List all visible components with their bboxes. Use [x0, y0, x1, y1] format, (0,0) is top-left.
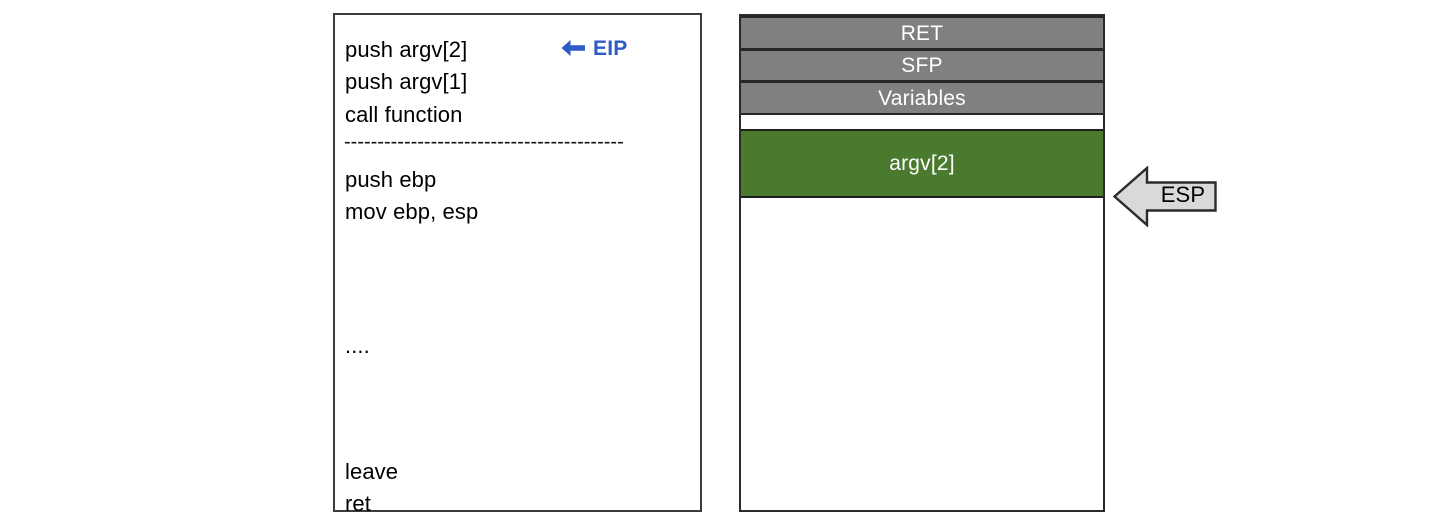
- stack-cell-argv2: argv[2]: [741, 129, 1103, 198]
- code-line: call function: [345, 102, 463, 127]
- stack-cell-sfp: SFP: [741, 49, 1103, 82]
- code-separator-line: ----------------------------------------…: [344, 132, 624, 152]
- code-line: push argv[1]: [345, 69, 468, 94]
- code-line: mov ebp, esp: [345, 199, 479, 224]
- eip-label: EIP: [593, 36, 628, 60]
- stack-cell-ret: RET: [741, 16, 1103, 50]
- code-line-ellipsis: ....: [345, 333, 370, 358]
- stack-frame-panel: RET SFP Variables argv[2]: [739, 14, 1105, 512]
- code-line: push argv[2]: [345, 37, 468, 62]
- code-line: leave: [345, 459, 399, 484]
- esp-label: ESP: [1160, 182, 1206, 207]
- code-listing-panel: push argv[2] push argv[1] call function …: [333, 13, 702, 516]
- left-arrow-icon: [560, 37, 586, 59]
- eip-marker: EIP: [560, 37, 627, 59]
- stack-cell-variables: Variables: [741, 81, 1103, 115]
- code-line: ret: [345, 491, 371, 516]
- esp-pointer: ESP: [1113, 166, 1217, 227]
- code-line: push ebp: [345, 167, 437, 192]
